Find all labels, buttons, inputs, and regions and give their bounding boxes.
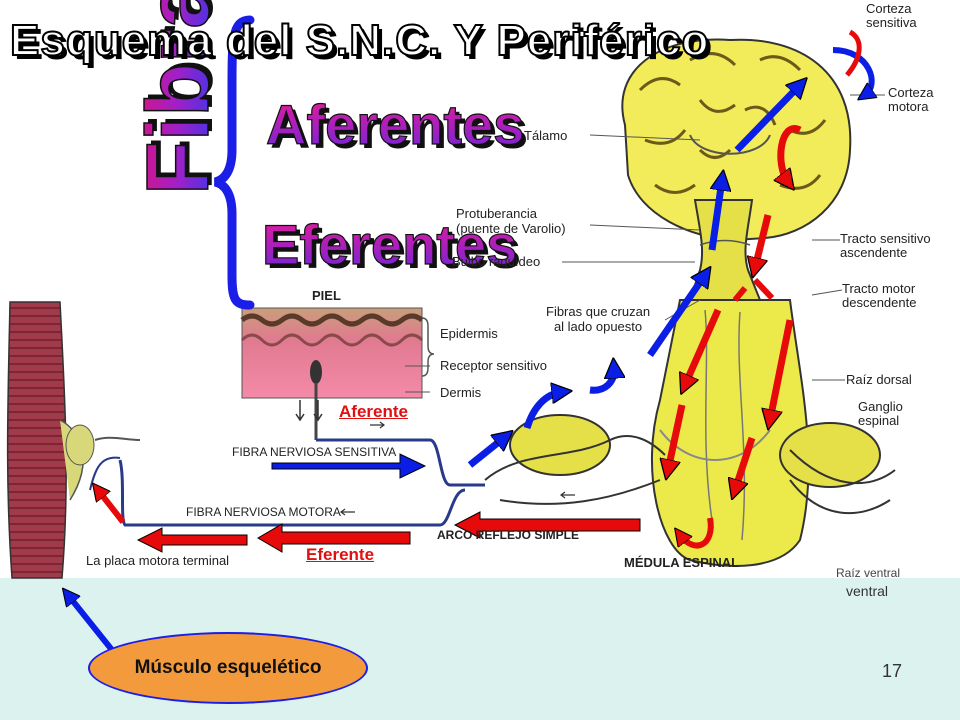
eferentes-wordart: Eferentes Eferentes	[261, 212, 521, 280]
musculo-oval: Músculo esquelético	[88, 632, 368, 704]
muscle-drawing	[6, 301, 141, 579]
label-piel: PIEL	[312, 288, 341, 303]
aferentes-text: Aferentes	[266, 93, 524, 156]
eferentes-text: Eferentes	[262, 213, 517, 276]
label-bulbo: Bulbo raquídeo	[452, 254, 541, 269]
nerve-fiber-paths	[89, 421, 575, 527]
label-fibra-motora: FIBRA NERVIOSA MOTORA	[186, 505, 341, 519]
aferentes-shadow: Aferentes	[270, 97, 528, 160]
aferente-label: Aferente	[339, 402, 408, 421]
label-raiz-dorsal: Raíz dorsal	[846, 372, 912, 387]
label-medula: MÉDULA ESPINAL	[624, 555, 740, 570]
label-dermis: Dermis	[440, 385, 482, 400]
label-receptor: Receptor sensitivo	[440, 358, 547, 373]
label-fibras-cruzan: Fibras que cruzan al lado opuesto	[546, 304, 651, 334]
label-raiz-ventral: Raíz ventral	[836, 568, 901, 578]
fibras-text: Fibras	[128, 0, 227, 195]
label-tracto-sensitivo: Tracto sensitivo ascendente	[840, 231, 931, 260]
fibras-shadow: Fibras	[132, 0, 231, 191]
page-number: 17	[882, 661, 903, 681]
slide-title-shadow: Esquema del S.N.C. Y Periférico	[14, 20, 714, 69]
label-protuberancia: Protuberancia (puente de Varolio)	[456, 206, 566, 236]
eferentes-shadow: Eferentes	[266, 217, 521, 280]
aferentes-wordart: Aferentes Aferentes	[265, 92, 528, 160]
slide-title: Esquema del S.N.C. Y Periférico	[9, 15, 710, 66]
label-fibra-sensitiva: FIBRA NERVIOSA SENSITIVA	[232, 445, 397, 459]
eferente-label: Eferente	[306, 545, 375, 564]
fibras-wordart: Fibras Fibras	[127, 0, 231, 196]
efferent-arrows	[98, 29, 862, 553]
label-placa-motora: La placa motora terminal	[86, 553, 230, 568]
label-tracto-motor: Tracto motor descendente	[842, 281, 917, 310]
label-ganglio: Ganglio espinal	[858, 399, 903, 428]
label-talamo: Tálamo	[524, 128, 568, 143]
brace	[213, 15, 255, 310]
ventral-label: ventral	[846, 583, 889, 599]
label-leader-lines	[562, 94, 885, 381]
musculo-text: Músculo esquelético	[134, 657, 322, 678]
label-epidermis: Epidermis	[440, 326, 498, 341]
label-arco-reflejo: ARCO REFLEJO SIMPLE	[437, 528, 580, 542]
afferent-arrows	[68, 47, 872, 652]
skin-section	[240, 307, 435, 440]
label-corteza-sensitiva: Corteza sensitiva	[866, 1, 917, 30]
label-corteza-motora: Corteza motora	[888, 85, 934, 114]
